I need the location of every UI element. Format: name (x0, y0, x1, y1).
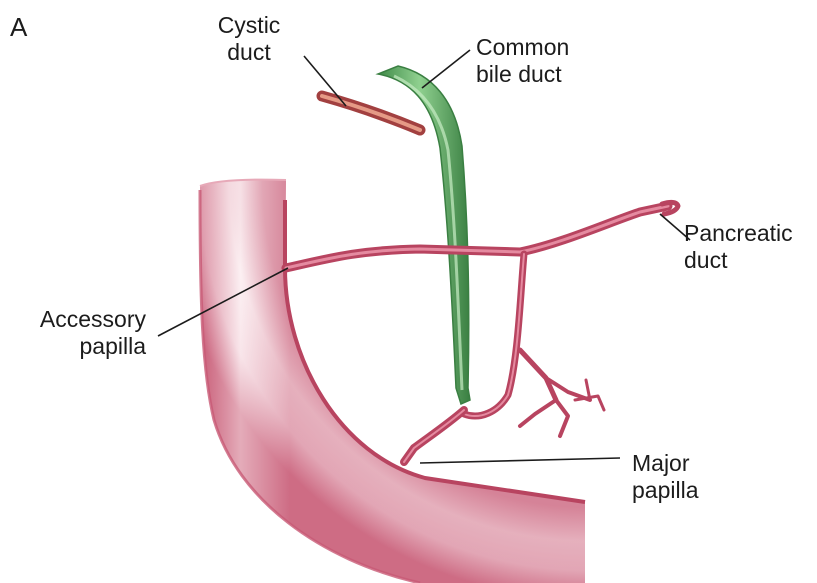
accessory-papilla-label: Accessory papilla (10, 306, 146, 360)
pancreatic-duct (286, 202, 678, 462)
pancreatic-duct-label-line2: duct (684, 247, 793, 274)
pancreatic-duct-label-line1: Pancreatic (684, 220, 793, 247)
pancreatic-duct-label: Pancreatic duct (684, 220, 793, 274)
cystic-duct-label-line2: duct (200, 39, 298, 66)
cystic-duct-label: Cystic duct (200, 12, 298, 66)
panel-letter: A (10, 14, 27, 41)
common-bile-duct-label-line1: Common (476, 34, 569, 61)
accessory-papilla-label-line2: papilla (10, 333, 146, 360)
leader-cbd (422, 50, 470, 88)
cystic-duct (322, 96, 420, 130)
cystic-duct-label-line1: Cystic (200, 12, 298, 39)
accessory-papilla-label-line1: Accessory (10, 306, 146, 333)
leader-major (420, 458, 620, 463)
major-papilla-label-line1: Major (632, 450, 699, 477)
duodenum (200, 180, 585, 583)
major-papilla-label-line2: papilla (632, 477, 699, 504)
common-bile-duct-label-line2: bile duct (476, 61, 569, 88)
common-bile-duct-label: Common bile duct (476, 34, 569, 88)
major-papilla-label: Major papilla (632, 450, 699, 504)
